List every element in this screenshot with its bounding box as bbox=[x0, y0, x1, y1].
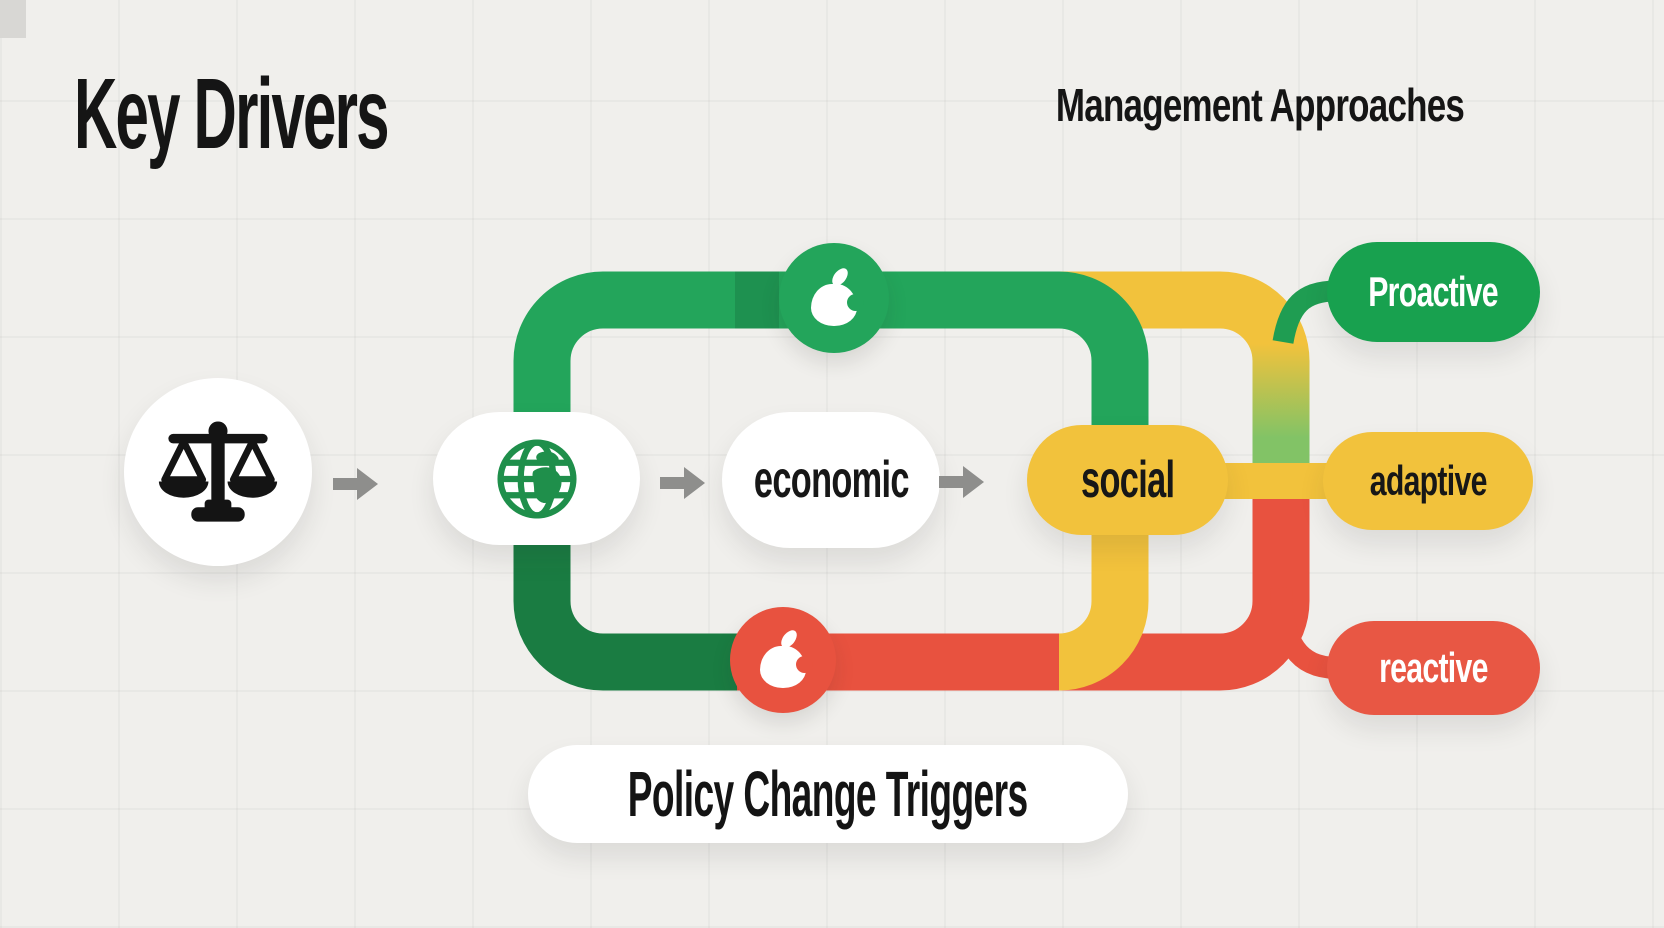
node-economic: economic bbox=[722, 412, 940, 548]
apple-icon bbox=[760, 627, 813, 688]
reactive-branch-connector bbox=[1270, 587, 1337, 679]
node-social-label: social bbox=[1080, 451, 1175, 509]
bottom-station bbox=[730, 607, 836, 713]
top-station bbox=[779, 243, 889, 353]
globe-icon bbox=[496, 438, 577, 519]
arrow-3-icon bbox=[939, 465, 985, 504]
page-title-text: Key Drivers bbox=[74, 58, 390, 170]
section-title-text: Management Approaches bbox=[1055, 79, 1465, 131]
dark-green-band bbox=[513, 460, 740, 691]
arrow-2-icon bbox=[660, 466, 706, 505]
green-band-dark-segment bbox=[735, 271, 779, 329]
node-economic-label: economic bbox=[753, 451, 910, 509]
section-title-management-approaches: Management Approaches bbox=[927, 79, 1465, 131]
yellow-descender-band bbox=[1057, 512, 1149, 691]
approach-reactive-label: reactive bbox=[1379, 644, 1488, 691]
arrow-1-icon bbox=[333, 467, 379, 506]
yellow-to-lightgreen-band bbox=[1048, 271, 1310, 503]
policy-change-triggers-label: Policy Change Triggers bbox=[628, 758, 1028, 830]
approach-adaptive-label: adaptive bbox=[1369, 457, 1488, 504]
policy-change-triggers-pill: Policy Change Triggers bbox=[528, 745, 1128, 843]
approach-pill-reactive: reactive bbox=[1327, 621, 1540, 715]
social-adaptive-connector bbox=[1222, 463, 1336, 499]
balance-scale-icon bbox=[158, 421, 278, 522]
apple-icon bbox=[811, 265, 864, 326]
node-globe bbox=[433, 412, 640, 545]
proactive-branch-connector bbox=[1272, 280, 1337, 344]
node-balance-scale bbox=[124, 378, 312, 566]
approach-pill-adaptive: adaptive bbox=[1323, 432, 1533, 530]
page-title: Key Drivers bbox=[74, 64, 597, 164]
corner-shade bbox=[0, 0, 26, 38]
node-social: social bbox=[1027, 425, 1228, 535]
approach-pill-proactive: Proactive bbox=[1327, 242, 1540, 342]
approach-proactive-label: Proactive bbox=[1368, 268, 1499, 315]
